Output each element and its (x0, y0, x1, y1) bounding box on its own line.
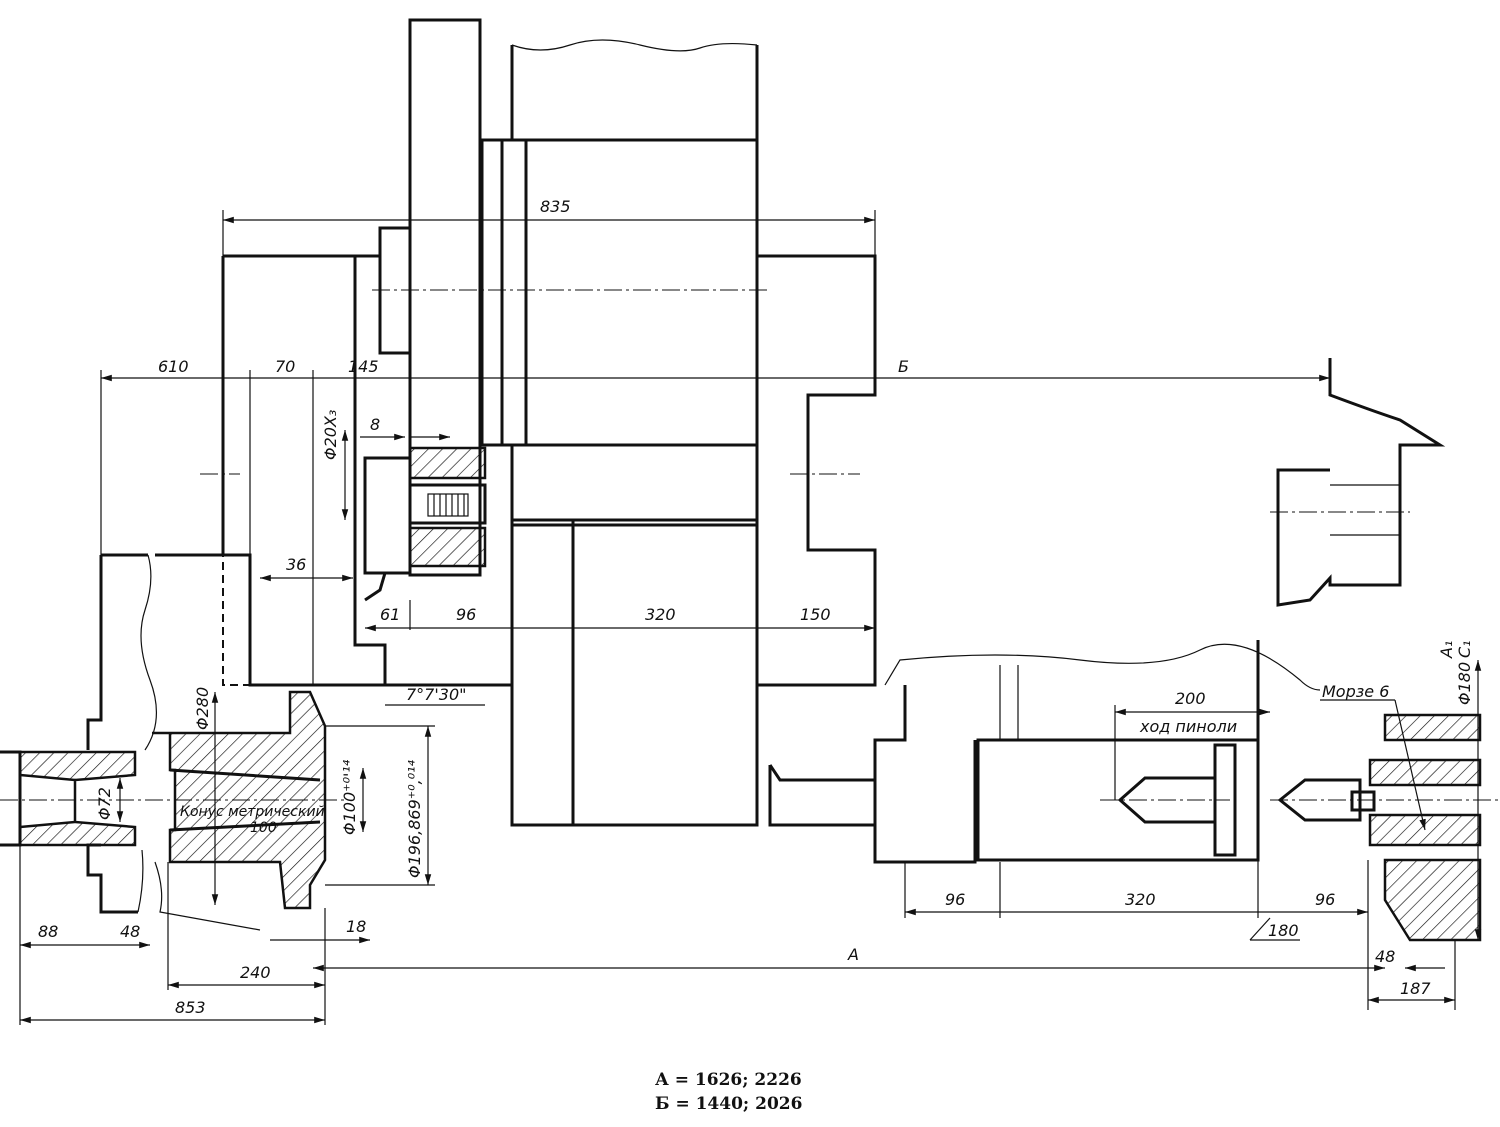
dim-320-top: 320 (645, 605, 676, 624)
dim-61: 61 (380, 605, 400, 624)
dim-835: 835 (540, 197, 571, 216)
dim-18: 18 (346, 917, 366, 936)
dim-angle: 7°7'30" (406, 685, 466, 704)
dim-320-bottom: 320 (1125, 890, 1156, 909)
headstock-body (480, 39, 759, 827)
dim-C1: C₁ (1455, 640, 1474, 658)
dim-48-left: 48 (120, 922, 140, 941)
dim-96-right: 96 (1315, 890, 1335, 909)
dim-70: 70 (275, 357, 295, 376)
dim-phi100: Φ100⁺⁰'¹⁴ (340, 759, 359, 835)
dim-853: 853 (175, 998, 206, 1017)
dim-180: 180 (1268, 921, 1299, 940)
dim-A: A (847, 945, 859, 964)
legend-line-a: А = 1626; 2226 (655, 1070, 802, 1090)
dim-8: 8 (370, 415, 380, 434)
dim-48-right: 48 (1375, 947, 1395, 966)
label-cone-number: 100 (250, 820, 277, 836)
dim-96-bottom: 96 (945, 890, 965, 909)
dim-phi180: Φ180 (1455, 662, 1474, 705)
dim-phi280: Φ280 (193, 687, 212, 730)
dim-phi196: Φ196,869⁺⁰,⁰¹⁴ (405, 759, 424, 878)
dim-88: 88 (38, 922, 58, 941)
legend: А = 1626; 2226 Б = 1440; 2026 (655, 1068, 802, 1116)
dim-200: 200 (1175, 689, 1206, 708)
dim-phi20: Φ20X₃ (321, 410, 340, 460)
dim-610: 610 (158, 357, 189, 376)
dim-B: Б (898, 357, 909, 376)
dim-96-top: 96 (456, 605, 476, 624)
spindle-flange (0, 553, 350, 931)
label-morse: Морзе 6 (1322, 682, 1389, 701)
rear-housing (200, 254, 877, 687)
label-quill-travel: ход пиноли (1139, 717, 1237, 736)
tool-slide (363, 446, 487, 602)
dim-145: 145 (348, 357, 379, 376)
label-cone: Конус метрический (180, 804, 325, 820)
dimension-lines: 835 610 70 145 Б 8 Φ20X₃ 36 61 96 320 15… (19, 197, 1482, 1025)
faceplate (378, 18, 482, 577)
legend-line-b: Б = 1440; 2026 (655, 1094, 803, 1114)
dim-36: 36 (286, 555, 306, 574)
dim-phi72: Φ72 (95, 787, 114, 820)
dim-A1: A₁ (1437, 641, 1456, 659)
dim-187: 187 (1400, 979, 1431, 998)
dim-150: 150 (800, 605, 831, 624)
dim-240: 240 (240, 963, 271, 982)
tailstock (768, 640, 1321, 864)
